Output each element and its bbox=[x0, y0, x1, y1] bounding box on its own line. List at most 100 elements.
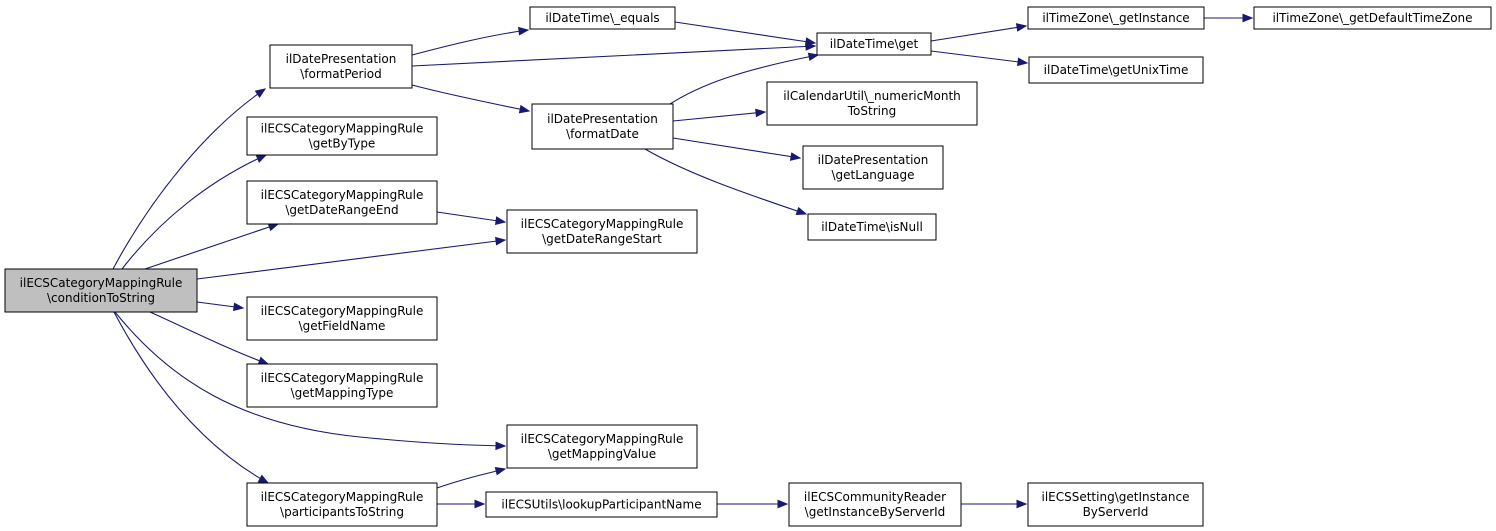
edge-partTS-to-getMV bbox=[436, 466, 507, 489]
node-getDRE[interactable]: ilECSCategoryMappingRule\getDateRangeEnd bbox=[246, 180, 438, 225]
arrow-head-icon bbox=[495, 441, 507, 451]
node-box bbox=[802, 145, 944, 190]
node-commRd[interactable]: ilECSCommunityReader\getInstanceByServer… bbox=[788, 482, 962, 527]
edge-line bbox=[672, 137, 801, 159]
node-label-line: ilCalendarUtil\_numericMonth bbox=[783, 89, 961, 103]
node-getLang[interactable]: ilDatePresentation\getLanguage bbox=[802, 145, 944, 190]
node-label-line: ilECSCategoryMappingRule bbox=[521, 217, 684, 231]
node-ecsSet[interactable]: ilECSSetting\getInstanceByServerId bbox=[1027, 482, 1204, 527]
node-tzGI[interactable]: ilTimeZone\_getInstance bbox=[1027, 6, 1205, 30]
arrow-head-icon bbox=[257, 356, 270, 365]
edge-line bbox=[644, 148, 807, 215]
node-label-line: \getFieldName bbox=[299, 319, 386, 333]
node-label-line: ilECSSetting\getInstance bbox=[1041, 490, 1189, 504]
edge-root-to-partTS bbox=[113, 311, 270, 484]
node-label-line: \getByType bbox=[309, 137, 376, 151]
edge-line bbox=[114, 311, 506, 447]
node-tzDef[interactable]: ilTimeZone\_getDefaultTimeZone bbox=[1253, 6, 1492, 30]
node-root[interactable]: ilECSCategoryMappingRule\conditionToStri… bbox=[4, 268, 198, 313]
node-label-line: ilECSCategoryMappingRule bbox=[261, 122, 424, 136]
node-unixT[interactable]: ilDateTime\getUnixTime bbox=[1028, 56, 1204, 84]
edge-dtGet-to-tzGI bbox=[930, 23, 1028, 42]
arrow-head-icon bbox=[789, 152, 802, 161]
node-box bbox=[816, 32, 932, 56]
node-box bbox=[1028, 56, 1204, 84]
node-lookup[interactable]: ilECSUtils\lookupParticipantName bbox=[485, 491, 718, 518]
node-label-line: ilECSCommunityReader bbox=[804, 490, 946, 504]
node-label-line: \formatPeriod bbox=[300, 67, 382, 81]
arrow-head-icon bbox=[518, 104, 531, 114]
edge-root-to-fmtPer bbox=[112, 88, 267, 270]
edge-fmtPer-to-fmtDate bbox=[411, 84, 531, 114]
node-box bbox=[246, 116, 438, 156]
node-label-line: ilDateTime\isNull bbox=[821, 220, 923, 234]
arrow-head-icon bbox=[255, 154, 268, 163]
node-label-line: ilTimeZone\_getInstance bbox=[1042, 11, 1189, 25]
arrow-head-icon bbox=[1015, 23, 1028, 32]
edge-line bbox=[672, 111, 766, 122]
node-box bbox=[485, 491, 718, 518]
node-label-line: \getInstanceByServerId bbox=[805, 505, 946, 519]
arrow-head-icon bbox=[495, 216, 507, 225]
node-box bbox=[269, 44, 413, 89]
arrow-head-icon bbox=[233, 302, 245, 312]
node-label-line: ilDateTime\get bbox=[830, 37, 919, 51]
arrow-head-icon bbox=[755, 108, 767, 118]
arrow-head-icon bbox=[267, 222, 280, 232]
arrow-head-icon bbox=[1016, 499, 1028, 509]
node-box bbox=[506, 209, 698, 254]
edge-line bbox=[196, 239, 506, 280]
edge-fmtPer-to-dtEq bbox=[411, 26, 530, 56]
node-getMT[interactable]: ilECSCategoryMappingRule\getMappingType bbox=[246, 363, 438, 408]
edge-dtGet-to-unixT bbox=[930, 50, 1029, 67]
node-box bbox=[246, 363, 438, 408]
node-getMV[interactable]: ilECSCategoryMappingRule\getMappingValue bbox=[506, 424, 698, 469]
edge-fmtDate-to-dtGet bbox=[669, 52, 820, 105]
edge-line bbox=[930, 50, 1028, 64]
node-box bbox=[766, 81, 978, 126]
node-label-line: ilDateTime\_equals bbox=[545, 11, 659, 25]
edge-root-to-getDRS bbox=[196, 236, 507, 280]
arrow-head-icon bbox=[807, 52, 820, 62]
node-label-line: ilECSCategoryMappingRule bbox=[261, 188, 424, 202]
node-partTS[interactable]: ilECSCategoryMappingRule\participantsToS… bbox=[246, 482, 438, 527]
edge-root-to-getFN bbox=[196, 301, 245, 312]
node-isNull[interactable]: ilDateTime\isNull bbox=[807, 213, 937, 241]
node-label-line: ilECSCategoryMappingRule bbox=[261, 490, 424, 504]
node-label-line: ByServerId bbox=[1083, 505, 1149, 519]
node-label-line: \getMappingValue bbox=[548, 447, 656, 461]
node-label-line: ilECSUtils\lookupParticipantName bbox=[501, 498, 701, 512]
node-fmtDate[interactable]: ilDatePresentation\formatDate bbox=[531, 103, 674, 150]
node-box bbox=[1027, 6, 1205, 30]
node-label-line: ilECSCategoryMappingRule bbox=[261, 371, 424, 385]
node-label-line: ilDatePresentation bbox=[286, 52, 397, 66]
node-label-line: \getLanguage bbox=[832, 168, 915, 182]
edge-line bbox=[112, 88, 266, 270]
node-label-line: ilDatePresentation bbox=[547, 112, 658, 126]
arrow-head-icon bbox=[1242, 13, 1254, 23]
edge-line bbox=[411, 45, 816, 67]
node-getFN[interactable]: ilECSCategoryMappingRule\getFieldName bbox=[246, 296, 438, 341]
node-label-line: ilTimeZone\_getDefaultTimeZone bbox=[1272, 11, 1472, 25]
node-dtEq[interactable]: ilDateTime\_equals bbox=[529, 6, 676, 30]
edge-getDRE-to-getDRS bbox=[436, 211, 507, 225]
node-dtGet[interactable]: ilDateTime\get bbox=[816, 32, 932, 56]
arrow-head-icon bbox=[495, 236, 507, 246]
edge-line bbox=[121, 154, 267, 270]
node-label-line: \participantsToString bbox=[280, 505, 404, 519]
arrow-head-icon bbox=[1017, 57, 1029, 67]
node-fmtPer[interactable]: ilDatePresentation\formatPeriod bbox=[269, 44, 413, 89]
edge-dtEq-to-dtGet bbox=[674, 21, 817, 46]
node-label-line: ilECSCategoryMappingRule bbox=[20, 276, 183, 290]
node-label-line: \formatDate bbox=[566, 127, 639, 141]
node-label-line: ilECSCategoryMappingRule bbox=[261, 304, 424, 318]
edges-layer bbox=[112, 13, 1254, 509]
node-getByT[interactable]: ilECSCategoryMappingRule\getByType bbox=[246, 116, 438, 156]
edge-commRd-to-ecsSet bbox=[961, 499, 1028, 509]
node-box bbox=[529, 6, 676, 30]
arrow-head-icon bbox=[257, 474, 270, 484]
edge-line bbox=[674, 21, 816, 44]
node-getDRS[interactable]: ilECSCategoryMappingRule\getDateRangeSta… bbox=[506, 209, 698, 254]
